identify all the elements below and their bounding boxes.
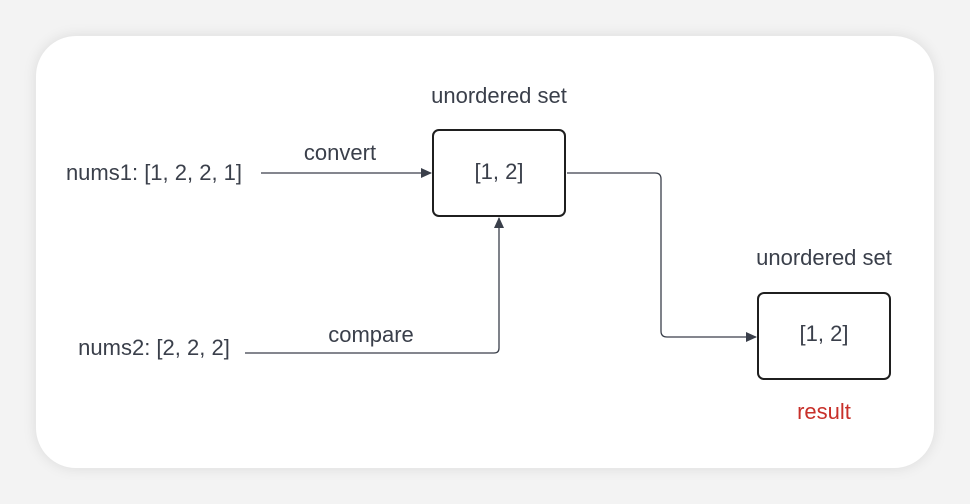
set1-caption: unordered set — [431, 83, 567, 108]
nums2-label: nums2: [2, 2, 2] — [78, 335, 230, 360]
set1-box — [432, 129, 566, 217]
set2-content: [1, 2] — [800, 321, 849, 346]
set2-box — [757, 292, 891, 380]
set2-caption: unordered set — [756, 245, 892, 270]
result-label: result — [797, 399, 851, 424]
diagram-canvas — [36, 36, 934, 468]
nums1-label: nums1: [1, 2, 2, 1] — [66, 160, 242, 185]
compare-arrow — [245, 217, 504, 354]
set-to-result-arrow — [567, 172, 757, 342]
convert-label: convert — [304, 140, 376, 165]
set1-content: [1, 2] — [475, 159, 524, 184]
compare-label: compare — [328, 322, 414, 347]
